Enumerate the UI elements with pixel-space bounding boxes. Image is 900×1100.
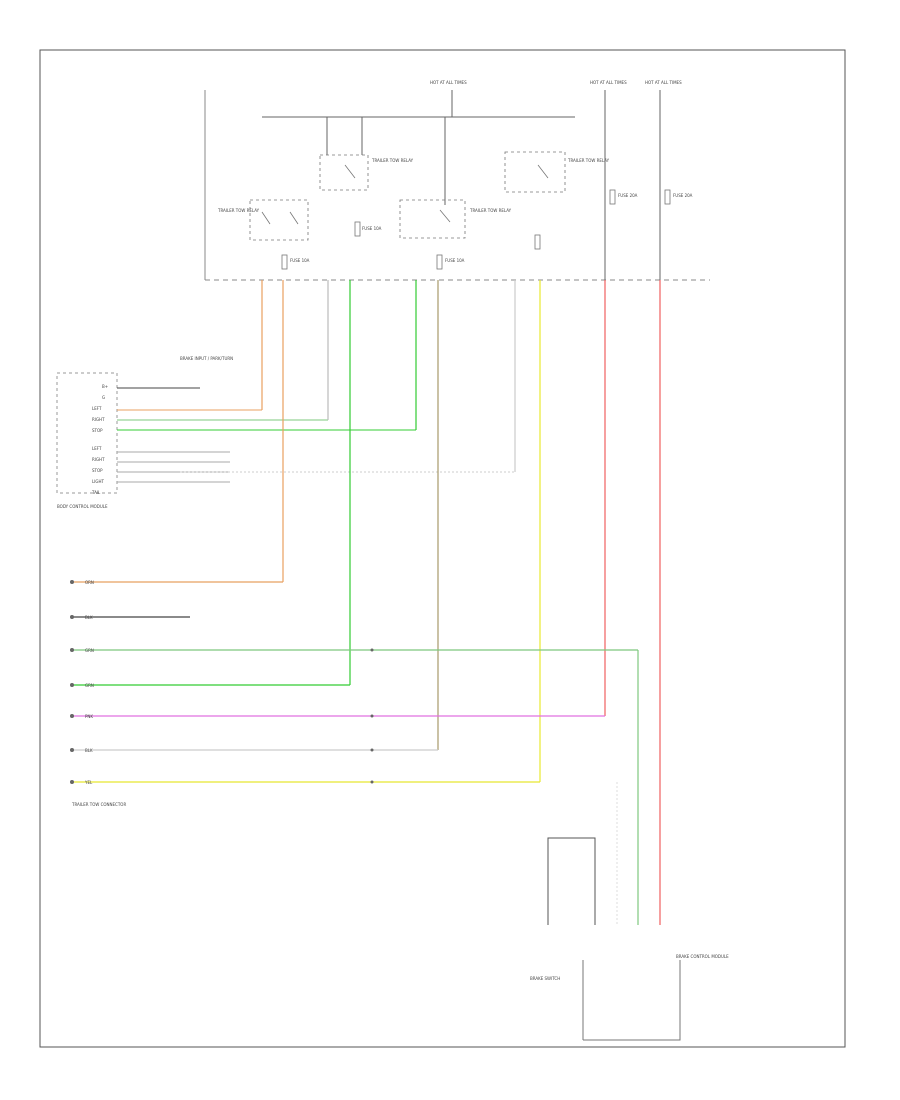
fuse-box-label-3: HOT AT ALL TIMES — [645, 80, 682, 85]
bcm-pin-9: TAIL — [91, 490, 101, 495]
wire-label-4: PNK — [85, 714, 93, 719]
fuse-label-1: FUSE 10A — [290, 258, 310, 263]
fuse-label-2: FUSE 10A — [362, 226, 382, 231]
bcm-pin-5: LEFT — [92, 446, 102, 451]
diagram-frame — [39, 49, 846, 1048]
vertical-wires — [261, 280, 661, 925]
bcm-pin-0: B+ — [102, 384, 108, 389]
wire-label-5: BLK — [85, 748, 93, 753]
bcm-pin-4: STOP — [92, 428, 103, 433]
fuse-box-label-1: HOT AT ALL TIMES — [430, 80, 467, 85]
bcm-pin-6: RIGHT — [92, 457, 105, 462]
bcm-pin-8: LIGHT — [92, 479, 105, 484]
relay-4 — [504, 151, 566, 193]
relay-label-3: TRAILER TOW RELAY — [469, 208, 512, 213]
bcm-pin-2: LEFT — [92, 406, 102, 411]
fuse-relay-box — [204, 90, 710, 281]
brake-module-label: BRAKE CONTROL MODULE — [676, 954, 729, 959]
wire-label-6: YEL — [84, 780, 93, 785]
relay-3 — [399, 199, 466, 239]
wire-label-1: BLK — [85, 615, 93, 620]
fuse-label-4: FUSE 20A — [618, 193, 638, 198]
wire-label-0: ORN — [85, 580, 94, 585]
relay-1 — [249, 199, 309, 241]
relay-2 — [319, 154, 369, 191]
wire-color-labels: ORN BLK GRN GRN PNK BLK YEL — [84, 580, 94, 785]
bcm-title: BRAKE INPUT / PARK/TURN — [180, 356, 233, 361]
connector-wires — [72, 581, 639, 925]
bcm-box — [56, 372, 118, 494]
connector-caption: TRAILER TOW CONNECTOR — [71, 802, 126, 807]
fuse-box-label-2: HOT AT ALL TIMES — [590, 80, 627, 85]
fuses — [281, 189, 671, 270]
fuse-label-5: FUSE 20A — [673, 193, 693, 198]
brake-module-wiring — [547, 782, 681, 1041]
connector-pins — [70, 580, 374, 784]
wire-label-3: GRN — [85, 683, 94, 688]
brake-switch-label: BRAKE SWITCH — [530, 976, 560, 981]
bcm-pin-3: RIGHT — [92, 417, 105, 422]
bcm-pin-1: G — [102, 395, 105, 400]
bcm-pin-labels: B+ G LEFT RIGHT STOP LEFT RIGHT STOP LIG… — [91, 384, 108, 495]
fuse-label-3: FUSE 10A — [445, 258, 465, 263]
relay-label-4: TRAILER TOW RELAY — [567, 158, 610, 163]
wire-label-2: GRN — [85, 648, 94, 653]
bus-drops — [326, 90, 661, 280]
relay-label-2: TRAILER TOW RELAY — [371, 158, 414, 163]
bcm-caption: BODY CONTROL MODULE — [57, 504, 108, 509]
bcm-pin-7: STOP — [92, 468, 103, 473]
bcm-harness — [117, 387, 515, 483]
relay-label-1: TRAILER TOW RELAY — [217, 208, 260, 213]
